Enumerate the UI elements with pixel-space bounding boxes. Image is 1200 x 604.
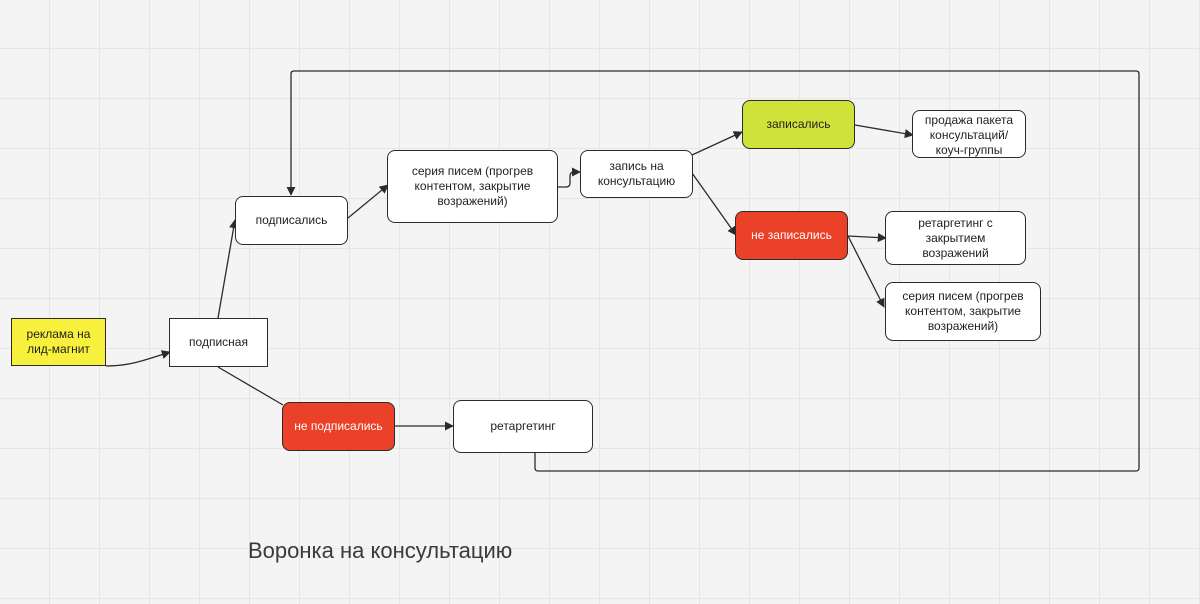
node-retargeting-objections-label: ретаргетинг с закрытием возражений — [918, 215, 993, 260]
node-package-sale[interactable]: продажа пакета консультаций/ коуч-группы — [912, 110, 1026, 158]
node-not-booked-label: не записались — [751, 228, 832, 242]
edge-subscribe-page-to-not-subscribed — [217, 366, 284, 406]
edge-consult-booking-to-not-booked — [691, 172, 737, 236]
node-booked[interactable]: записались — [742, 100, 855, 149]
node-subscribed[interactable]: подписались — [235, 196, 348, 245]
node-retargeting[interactable]: ретаргетинг — [453, 400, 593, 453]
node-ad-lead-magnet[interactable]: реклама на лид-магнит — [11, 318, 106, 366]
edge-booked-to-package-sale — [854, 124, 914, 139]
node-email-series-label: серия писем (прогрев контентом, закрытие… — [411, 164, 534, 208]
node-not-subscribed-label: не подписались — [294, 419, 383, 433]
node-booked-label: записались — [766, 117, 831, 131]
node-ad-lead-magnet-label: реклама на лид-магнит — [26, 327, 91, 356]
edge-not-booked-to-retargeting-objections — [847, 233, 887, 243]
edge-subscribed-to-email-series — [347, 184, 389, 219]
node-not-subscribed[interactable]: не подписались — [282, 402, 395, 451]
node-retargeting-objections[interactable]: ретаргетинг с закрытием возражений — [885, 211, 1026, 265]
edge-email-series-to-consult-booking — [558, 167, 581, 188]
node-retargeting-label: ретаргетинг — [490, 419, 556, 433]
node-subscribed-label: подписались — [255, 213, 328, 227]
edge-consult-booking-to-booked — [691, 131, 743, 156]
node-subscribe-page[interactable]: подписная — [169, 318, 268, 367]
edge-retargeting-loop-to-subscribed — [286, 70, 1140, 472]
edge-ad-to-subscribe-page — [105, 350, 171, 367]
edge-subscribe-page-to-subscribed — [217, 219, 239, 319]
node-consult-booking-label: запись на консультацию — [597, 159, 676, 188]
edge-not-booked-to-email-series-2 — [847, 235, 885, 308]
node-package-sale-label: продажа пакета консультаций/ коуч-группы — [924, 113, 1014, 157]
node-subscribe-page-label: подписная — [189, 335, 248, 349]
node-email-series-2[interactable]: серия писем (прогрев контентом, закрытие… — [885, 282, 1041, 341]
node-email-series[interactable]: серия писем (прогрев контентом, закрытие… — [387, 150, 558, 223]
node-consult-booking[interactable]: запись на консультацию — [580, 150, 693, 198]
node-email-series-2-label: серия писем (прогрев контентом, закрытие… — [902, 289, 1024, 333]
diagram-title: Воронка на консультацию — [248, 538, 513, 563]
node-not-booked[interactable]: не записались — [735, 211, 848, 260]
